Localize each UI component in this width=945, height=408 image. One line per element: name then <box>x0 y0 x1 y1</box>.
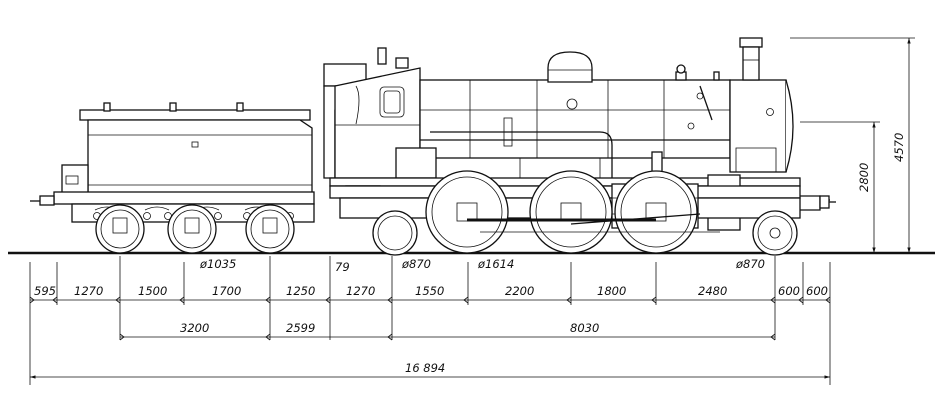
dim-r1-6: 1550 <box>415 284 444 298</box>
dim-r1-7: 2200 <box>505 284 534 298</box>
dim-r1-2: 1500 <box>138 284 167 298</box>
dim-height-chimney: 4570 <box>892 133 906 162</box>
dim-r1-11: 600 <box>806 284 828 298</box>
dim-r1-5: 1270 <box>346 284 375 298</box>
dim-total: 16 894 <box>405 361 445 375</box>
dim-r1-1: 1270 <box>74 284 103 298</box>
dim-r1-8: 1800 <box>597 284 626 298</box>
dimension-lines <box>29 37 915 385</box>
wheel-labels: ø1035 79 ø870 ø1614 ø870 <box>199 257 765 274</box>
dim-r2-2: 8030 <box>570 321 599 335</box>
dimension-row-2: 3200 2599 8030 <box>180 321 599 335</box>
label-driving-wheel: ø1614 <box>477 257 514 271</box>
dimension-row-1: 595 1270 1500 1700 1250 1270 1550 2200 1… <box>34 284 828 298</box>
dim-r1-10: 600 <box>778 284 800 298</box>
label-bogie-wheel: ø870 <box>401 257 431 271</box>
label-trailing-wheel: ø870 <box>735 257 765 271</box>
tender-wheels <box>95 204 295 254</box>
dim-r1-0: 595 <box>34 284 56 298</box>
dim-r2-0: 3200 <box>180 321 209 335</box>
label-tender-wheel: ø1035 <box>199 257 236 271</box>
label-gap: 79 <box>335 260 350 274</box>
dim-height-boiler-axis: 2800 <box>857 163 871 192</box>
tender <box>30 102 315 254</box>
dim-r2-1: 2599 <box>286 321 315 335</box>
dim-r1-3: 1700 <box>212 284 241 298</box>
locomotive-wheels <box>372 170 798 256</box>
dim-r1-4: 1250 <box>286 284 315 298</box>
dim-r1-9: 2480 <box>698 284 727 298</box>
locomotive <box>323 37 836 256</box>
